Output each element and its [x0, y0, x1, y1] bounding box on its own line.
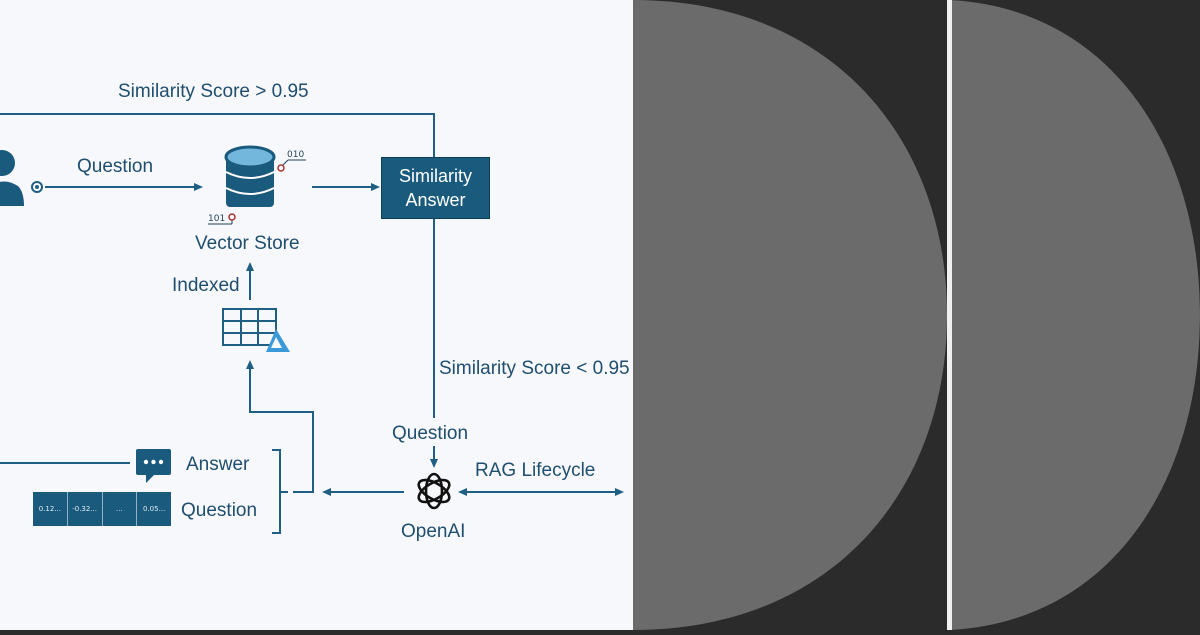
similarity-high-line — [0, 113, 435, 157]
embedding-cell: ... — [103, 492, 138, 526]
user-icon — [0, 150, 24, 206]
indexed-label: Indexed — [172, 275, 240, 296]
answer-question-bracket — [272, 449, 281, 534]
bits-bottom-label: 101 — [208, 214, 226, 224]
half-circle-left — [633, 0, 947, 630]
bits-top-label: 010 — [287, 150, 305, 160]
diagram-connectors — [0, 113, 624, 534]
divider-bar — [947, 0, 952, 630]
similarity-high-label: Similarity Score > 0.95 — [118, 81, 309, 102]
answer-label: Answer — [186, 454, 250, 475]
vector-store-label: Vector Store — [195, 233, 300, 254]
half-circle-right — [952, 0, 1200, 630]
embedding-cell: 0.12... — [33, 492, 68, 526]
table-icon — [222, 308, 277, 346]
openai-label: OpenAI — [401, 521, 466, 542]
similarity-answer-line2: Answer — [405, 190, 466, 210]
embedding-to-index-line — [249, 368, 314, 493]
overlay-shapes — [633, 0, 1200, 630]
rag-lifecycle-label: RAG Lifecycle — [475, 460, 596, 481]
question-label-mid: Question — [392, 423, 469, 444]
similarity-answer-line1: Similarity — [398, 166, 472, 186]
similarity-answer-box: Similarity Answer — [381, 157, 490, 219]
rag-diagram: Similarity Score > 0.95 Question 010 101… — [0, 0, 633, 630]
openai-icon — [417, 472, 451, 510]
azure-icon — [266, 329, 290, 352]
similarity-low-label: Similarity Score < 0.95 — [439, 358, 630, 379]
embedding-vector: 0.12... -0.32... ... 0.05... — [33, 492, 171, 526]
chat-icon — [136, 449, 171, 483]
overlay-panel — [633, 0, 1200, 630]
embedding-cell: -0.32... — [68, 492, 103, 526]
embedding-cell: 0.05... — [142, 505, 166, 513]
question-label-top: Question — [77, 156, 154, 177]
database-icon — [224, 145, 276, 207]
question-label-bottom: Question — [181, 500, 258, 521]
